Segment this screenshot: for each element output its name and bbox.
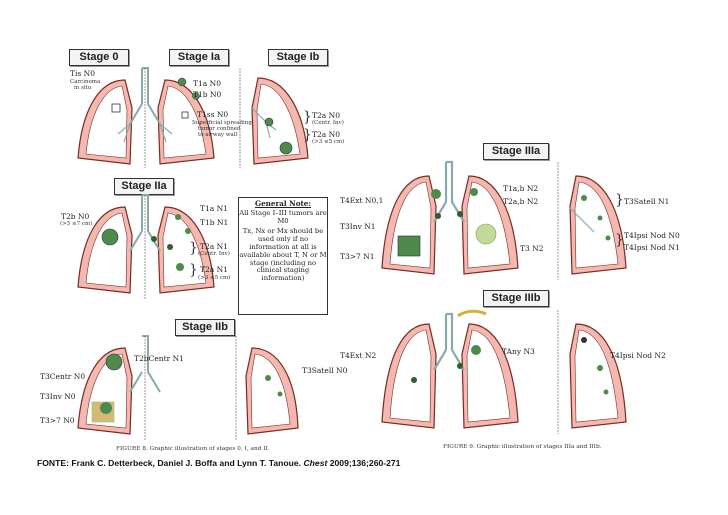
- lung-pair-stage3b: [381, 309, 519, 429]
- label-t4ext-n01: T4Ext N0,1: [340, 196, 384, 205]
- t1a-tumor: [177, 77, 187, 87]
- label-size-3-5-b: (>3 ≤5 cm): [198, 275, 231, 281]
- label-t4ipsi-n1: T4Ipsi Nod N1: [624, 243, 680, 252]
- stage-3b-title: Stage IIIb: [483, 290, 549, 307]
- source-prefix: FONTE: Frank C. Detterbeck, Daniel J. Bo…: [37, 458, 304, 468]
- general-note: General Note: All Stage I–III tumors are…: [238, 197, 328, 315]
- label-t1b-n1: T1b N1: [200, 218, 229, 227]
- label-t1ss-n0: T1ss N0: [197, 110, 229, 119]
- stage-2a-title: Stage IIa: [114, 178, 174, 195]
- label-t3gt7-n1: T3>7 N1: [340, 252, 375, 261]
- lung-pair-stage0-1a: [77, 67, 215, 168]
- general-note-line1: All Stage I–III tumors are M0: [239, 208, 327, 225]
- source-journal: Chest: [303, 458, 328, 468]
- label-t1a-n0: T1a N0: [193, 79, 221, 88]
- label-t2ab-n2: T2a,b N2: [503, 197, 539, 206]
- label-t3gt7-n0: T3>7 N0: [40, 416, 75, 425]
- general-note-line2: Tx, Nx or Mx should be used only if no i…: [239, 227, 327, 283]
- stage-3a-title: Stage IIIa: [483, 143, 549, 160]
- label-t1a-n1: T1a N1: [200, 204, 228, 213]
- lung-stage3a-right: [557, 162, 627, 280]
- label-tany-n3: TAny N3: [502, 347, 535, 356]
- label-t2b-n0: T2b N0: [61, 212, 90, 221]
- label-t3satell-n1: T3Satell N1: [624, 197, 670, 206]
- label-t2b-centr-n1: T2bCentr N1: [134, 354, 184, 363]
- t1ss-marker: [181, 111, 189, 119]
- brace-t4ipsi: }: [615, 232, 624, 248]
- label-carcinoma: Carcinoma: [70, 79, 101, 85]
- label-t3satell-n0: T3Satell N0: [302, 366, 348, 375]
- stage-1a-title: Stage Ia: [169, 49, 229, 66]
- label-t3centr-n0: T3Centr N0: [40, 372, 86, 381]
- label-t3inv-n0: T3Inv N0: [40, 392, 76, 401]
- stage-2b-title: Stage IIb: [175, 319, 235, 336]
- bronchi: [117, 123, 173, 143]
- label-t4ipsi-n0: T4Ipsi Nod N0: [624, 231, 680, 240]
- t2a-central-tumor: [264, 117, 274, 127]
- label-t1ab-n2: T1a,b N2: [503, 184, 539, 193]
- figure-9-caption: FIGURE 9. Graphic illustration of stages…: [443, 444, 602, 450]
- brace-t2a-1: }: [303, 109, 312, 125]
- label-t2a-n0-b: T2a N0: [312, 130, 340, 139]
- source-citation: FONTE: Frank C. Detterbeck, Daniel J. Bo…: [37, 458, 400, 468]
- label-tis: Tis N0: [70, 69, 95, 78]
- lung-pair-stage3a: [381, 160, 519, 275]
- left-lung-inner: [85, 85, 128, 159]
- label-in-situ: in situ: [74, 85, 92, 91]
- right-lung-inner: [162, 85, 207, 159]
- stage-1b-title: Stage Ib: [268, 49, 328, 66]
- stage-0-title: Stage 0: [69, 49, 129, 66]
- label-size-5-7: (>5 ≤7 cm): [60, 221, 93, 227]
- label-size-3-5: (>3 ≤5 cm): [312, 139, 345, 145]
- lung-pair-stage2a: [77, 194, 215, 299]
- label-t2a-n1-b: T2a N1: [200, 265, 228, 274]
- lung-stage3b-right: [557, 310, 627, 434]
- label-t1b-n0: T1b N0: [193, 90, 222, 99]
- t4ext-tumor: [431, 189, 441, 199]
- general-note-title: General Note:: [254, 199, 312, 208]
- label-t3-n2: T3 N2: [520, 244, 544, 253]
- source-suffix: 2009;136;260-271: [327, 458, 401, 468]
- t1b-tumor: [192, 92, 200, 100]
- supraclav-node: [457, 309, 487, 318]
- label-t2a-n1-a: T2a N1: [200, 242, 228, 251]
- label-superficial: Superficial spreading: [192, 120, 252, 126]
- label-centr-inv-2: (Centr. Inv): [198, 251, 230, 257]
- lung-stage1b: [239, 68, 309, 168]
- label-t4ext-n2: T4Ext N2: [340, 351, 377, 360]
- t3inv-tumor: [397, 235, 421, 257]
- label-tumor-confined: tumor confined: [198, 126, 241, 132]
- label-airway-wall: to airway wall: [198, 132, 238, 138]
- brace-t2a-2: }: [303, 127, 312, 143]
- brace-t2a-n1-1: }: [189, 240, 198, 256]
- t2b-tumor: [101, 228, 119, 246]
- lung-pair-stage2b: [77, 335, 299, 440]
- tis-marker: [111, 103, 121, 113]
- t2b-centr-tumor: [105, 353, 123, 371]
- figure-8-caption: FIGURE 8. Graphic illustration of stages…: [116, 446, 270, 452]
- label-t4ipsi-n2: T4Ipsi Nod N2: [610, 351, 666, 360]
- t2a-size-tumor: [279, 141, 293, 155]
- label-t3inv-n1: T3Inv N1: [340, 222, 376, 231]
- label-centr-inv: (Centr. Inv): [312, 120, 344, 126]
- brace-t2a-n1-2: }: [189, 262, 198, 278]
- label-t2a-n0-a: T2a N0: [312, 111, 340, 120]
- brace-t3satell: }: [615, 192, 624, 208]
